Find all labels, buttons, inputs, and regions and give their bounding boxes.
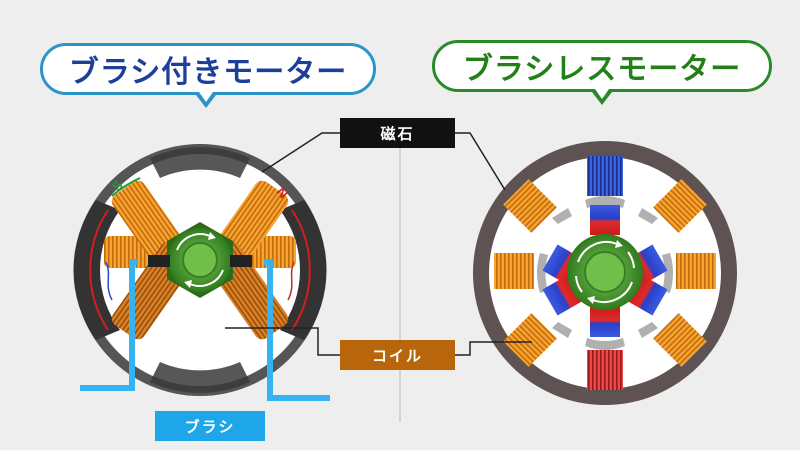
stator-coil-right (676, 253, 716, 289)
rotor-magnet-bottom (590, 307, 620, 337)
stator-coil-bottom (587, 350, 623, 390)
brush-left (80, 259, 138, 391)
stator-coil-lr (653, 313, 707, 367)
magnet-right (280, 200, 327, 340)
brush-right (264, 259, 330, 401)
stator-coil-ll (503, 313, 557, 367)
magnet-label-text: 磁石 (380, 124, 415, 143)
bubble-tail-left-inner (199, 92, 213, 102)
brush-label-text: ブラシ (184, 417, 236, 436)
stator-coil-left (494, 253, 534, 289)
brushed-motor-title: ブラシ付きモーター (40, 43, 376, 95)
magnet-label: 磁石 (340, 118, 455, 148)
brushed-motor (73, 144, 330, 401)
brushless-motor (473, 141, 737, 405)
brush-label: ブラシ (155, 411, 265, 441)
magnet-left (73, 200, 120, 340)
stator-coil-top (587, 156, 623, 196)
brushless-title-text: ブラシレスモーター (462, 52, 742, 87)
bubble-tail-right-inner (595, 89, 609, 99)
coil-label-text: コイル (371, 346, 423, 365)
brushless-motor-title: ブラシレスモーター (432, 40, 772, 92)
stator-coil-ul (503, 179, 557, 233)
brushed-title-text: ブラシ付きモーター (68, 55, 348, 90)
coil-label: コイル (340, 340, 455, 370)
stator-coil-ur (653, 179, 707, 233)
rotor-magnet-top (590, 205, 620, 235)
